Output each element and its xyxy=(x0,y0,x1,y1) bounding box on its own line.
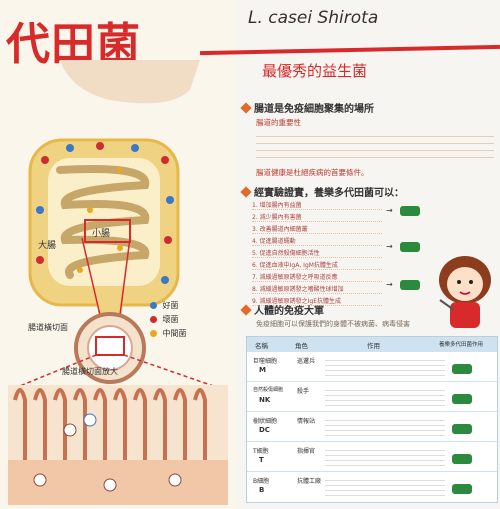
legend-bad-label: 壞菌 xyxy=(162,315,179,324)
legend-good-label: 好菌 xyxy=(162,301,179,310)
function-item: 3. 改善腸道內細菌叢 xyxy=(252,224,382,234)
cell-badge: T xyxy=(259,456,264,464)
cell-name: 巨噬細胞 xyxy=(253,358,278,365)
legend-bad: 壞菌 xyxy=(150,314,179,325)
table-header: 名稱 角色 作用 養樂多代田菌作用 xyxy=(247,337,497,351)
yakult-badge-icon xyxy=(452,424,472,434)
label-small-intestine: 小腸 xyxy=(92,229,111,239)
yakult-badge-icon xyxy=(400,280,420,290)
function-item: 6. 促進血液中IgA, IgM抗體生成 xyxy=(252,260,382,270)
cartoon-girl-illustration xyxy=(439,256,491,328)
cell-badge: M xyxy=(259,366,266,374)
cell-role: 情報站 xyxy=(297,418,316,425)
table-row: 自然殺傷細胞 NK 殺手 xyxy=(247,381,497,412)
cell-action xyxy=(325,386,445,408)
table-row: 巨噬細胞 M 巡邏兵 xyxy=(247,351,497,382)
cell-badge: NK xyxy=(259,396,271,404)
legend-neutral-label: 中間菌 xyxy=(162,329,187,338)
cell-role: 指揮官 xyxy=(297,448,316,455)
label-large-intestine: 大腸 xyxy=(38,241,57,251)
legend-good: 好菌 xyxy=(150,300,179,311)
function-item: 4. 促進腸道蠕動 xyxy=(252,236,382,246)
cell-name: B細胞 xyxy=(253,478,270,485)
table-row: 樹狀細胞 DC 情報站 xyxy=(247,411,497,442)
label-enlarged: 腸道橫切面放大 xyxy=(62,367,118,376)
arrow-icon: → xyxy=(386,280,393,289)
col-role: 角色 xyxy=(295,342,308,350)
section-immunity-title-text: 人體的免疫大軍 xyxy=(254,306,324,317)
immunity-intro: 免疫細胞可以保護我們的身體不被病菌、病毒侵害 xyxy=(256,320,410,328)
cell-badge: B xyxy=(259,486,265,494)
yakult-badge-icon xyxy=(452,394,472,404)
cell-badge: DC xyxy=(259,426,270,434)
legend-neutral: 中間菌 xyxy=(150,328,187,339)
subtitle-zh: 最優秀的益生菌 xyxy=(262,62,368,80)
bad-bacteria-icon xyxy=(150,316,157,323)
intestine-illustration xyxy=(8,60,228,505)
good-bacteria-icon xyxy=(150,302,157,309)
immune-subheading: 腸道的重要性 xyxy=(256,118,301,127)
function-item: 9. 減緩過敏原誘發之IgE抗體生成 xyxy=(252,296,382,306)
section-functions-title-text: 經實驗證實，養樂多代田菌可以： xyxy=(254,188,404,199)
col-action: 作用 xyxy=(367,342,380,350)
table-row: T細胞 T 指揮官 xyxy=(247,441,497,472)
arrow-icon: → xyxy=(386,206,393,215)
diamond-bullet-icon xyxy=(240,186,252,198)
cell-name: T細胞 xyxy=(253,448,269,455)
cell-name: 自然殺傷細胞 xyxy=(253,387,284,393)
section-immune-title-text: 腸道是免疫細胞聚集的場所 xyxy=(254,104,374,115)
cell-action xyxy=(325,446,445,468)
immune-cell-table: 名稱 角色 作用 養樂多代田菌作用 巨噬細胞 M 巡邏兵 自然殺傷細胞 NK 殺… xyxy=(246,336,498,503)
col-name: 名稱 xyxy=(255,342,268,350)
yakult-badge-icon xyxy=(400,242,420,252)
table-row: B細胞 B 抗體工廠 xyxy=(247,471,497,502)
immune-callout: 腸道健康是杜絕疾病的首要條件。 xyxy=(256,168,369,177)
cell-action xyxy=(325,416,445,438)
immune-body xyxy=(256,130,494,164)
neutral-bacteria-icon xyxy=(150,330,157,337)
cell-role: 巡邏兵 xyxy=(297,358,316,365)
function-item: 2. 減少腸內有害菌 xyxy=(252,212,382,222)
section-functions-title: 經實驗證實，養樂多代田菌可以： xyxy=(240,184,404,199)
cell-name: 樹狀細胞 xyxy=(253,418,278,425)
cell-action xyxy=(325,476,445,498)
cell-role: 抗體工廠 xyxy=(297,478,322,485)
section-immune-title: 腸道是免疫細胞聚集的場所 xyxy=(240,100,374,115)
function-item: 1. 增加腸內有益菌 xyxy=(252,200,382,210)
diamond-bullet-icon xyxy=(240,102,252,114)
function-item: 8. 減緩過敏原誘發之嗜酸性球增加 xyxy=(252,284,382,294)
yakult-badge-icon xyxy=(452,454,472,464)
yakult-badge-icon xyxy=(452,484,472,494)
section-immunity-title: 人體的免疫大軍 xyxy=(240,302,324,317)
function-item: 7. 減緩過敏原誘發之呼吸道反應 xyxy=(252,272,382,282)
yakult-badge-icon xyxy=(400,206,420,216)
cell-role: 殺手 xyxy=(297,388,310,395)
col-effect: 養樂多代田菌作用 xyxy=(439,342,484,348)
yakult-badge-icon xyxy=(452,364,472,374)
diamond-bullet-icon xyxy=(240,304,252,316)
cell-action xyxy=(325,356,445,378)
label-cross-section: 腸道橫切面 xyxy=(28,323,68,332)
arrow-icon: → xyxy=(386,242,393,251)
subtitle-en: L. casei Shirota xyxy=(248,8,379,28)
function-item: 5. 促進自然殺傷細胞活性 xyxy=(252,248,382,258)
